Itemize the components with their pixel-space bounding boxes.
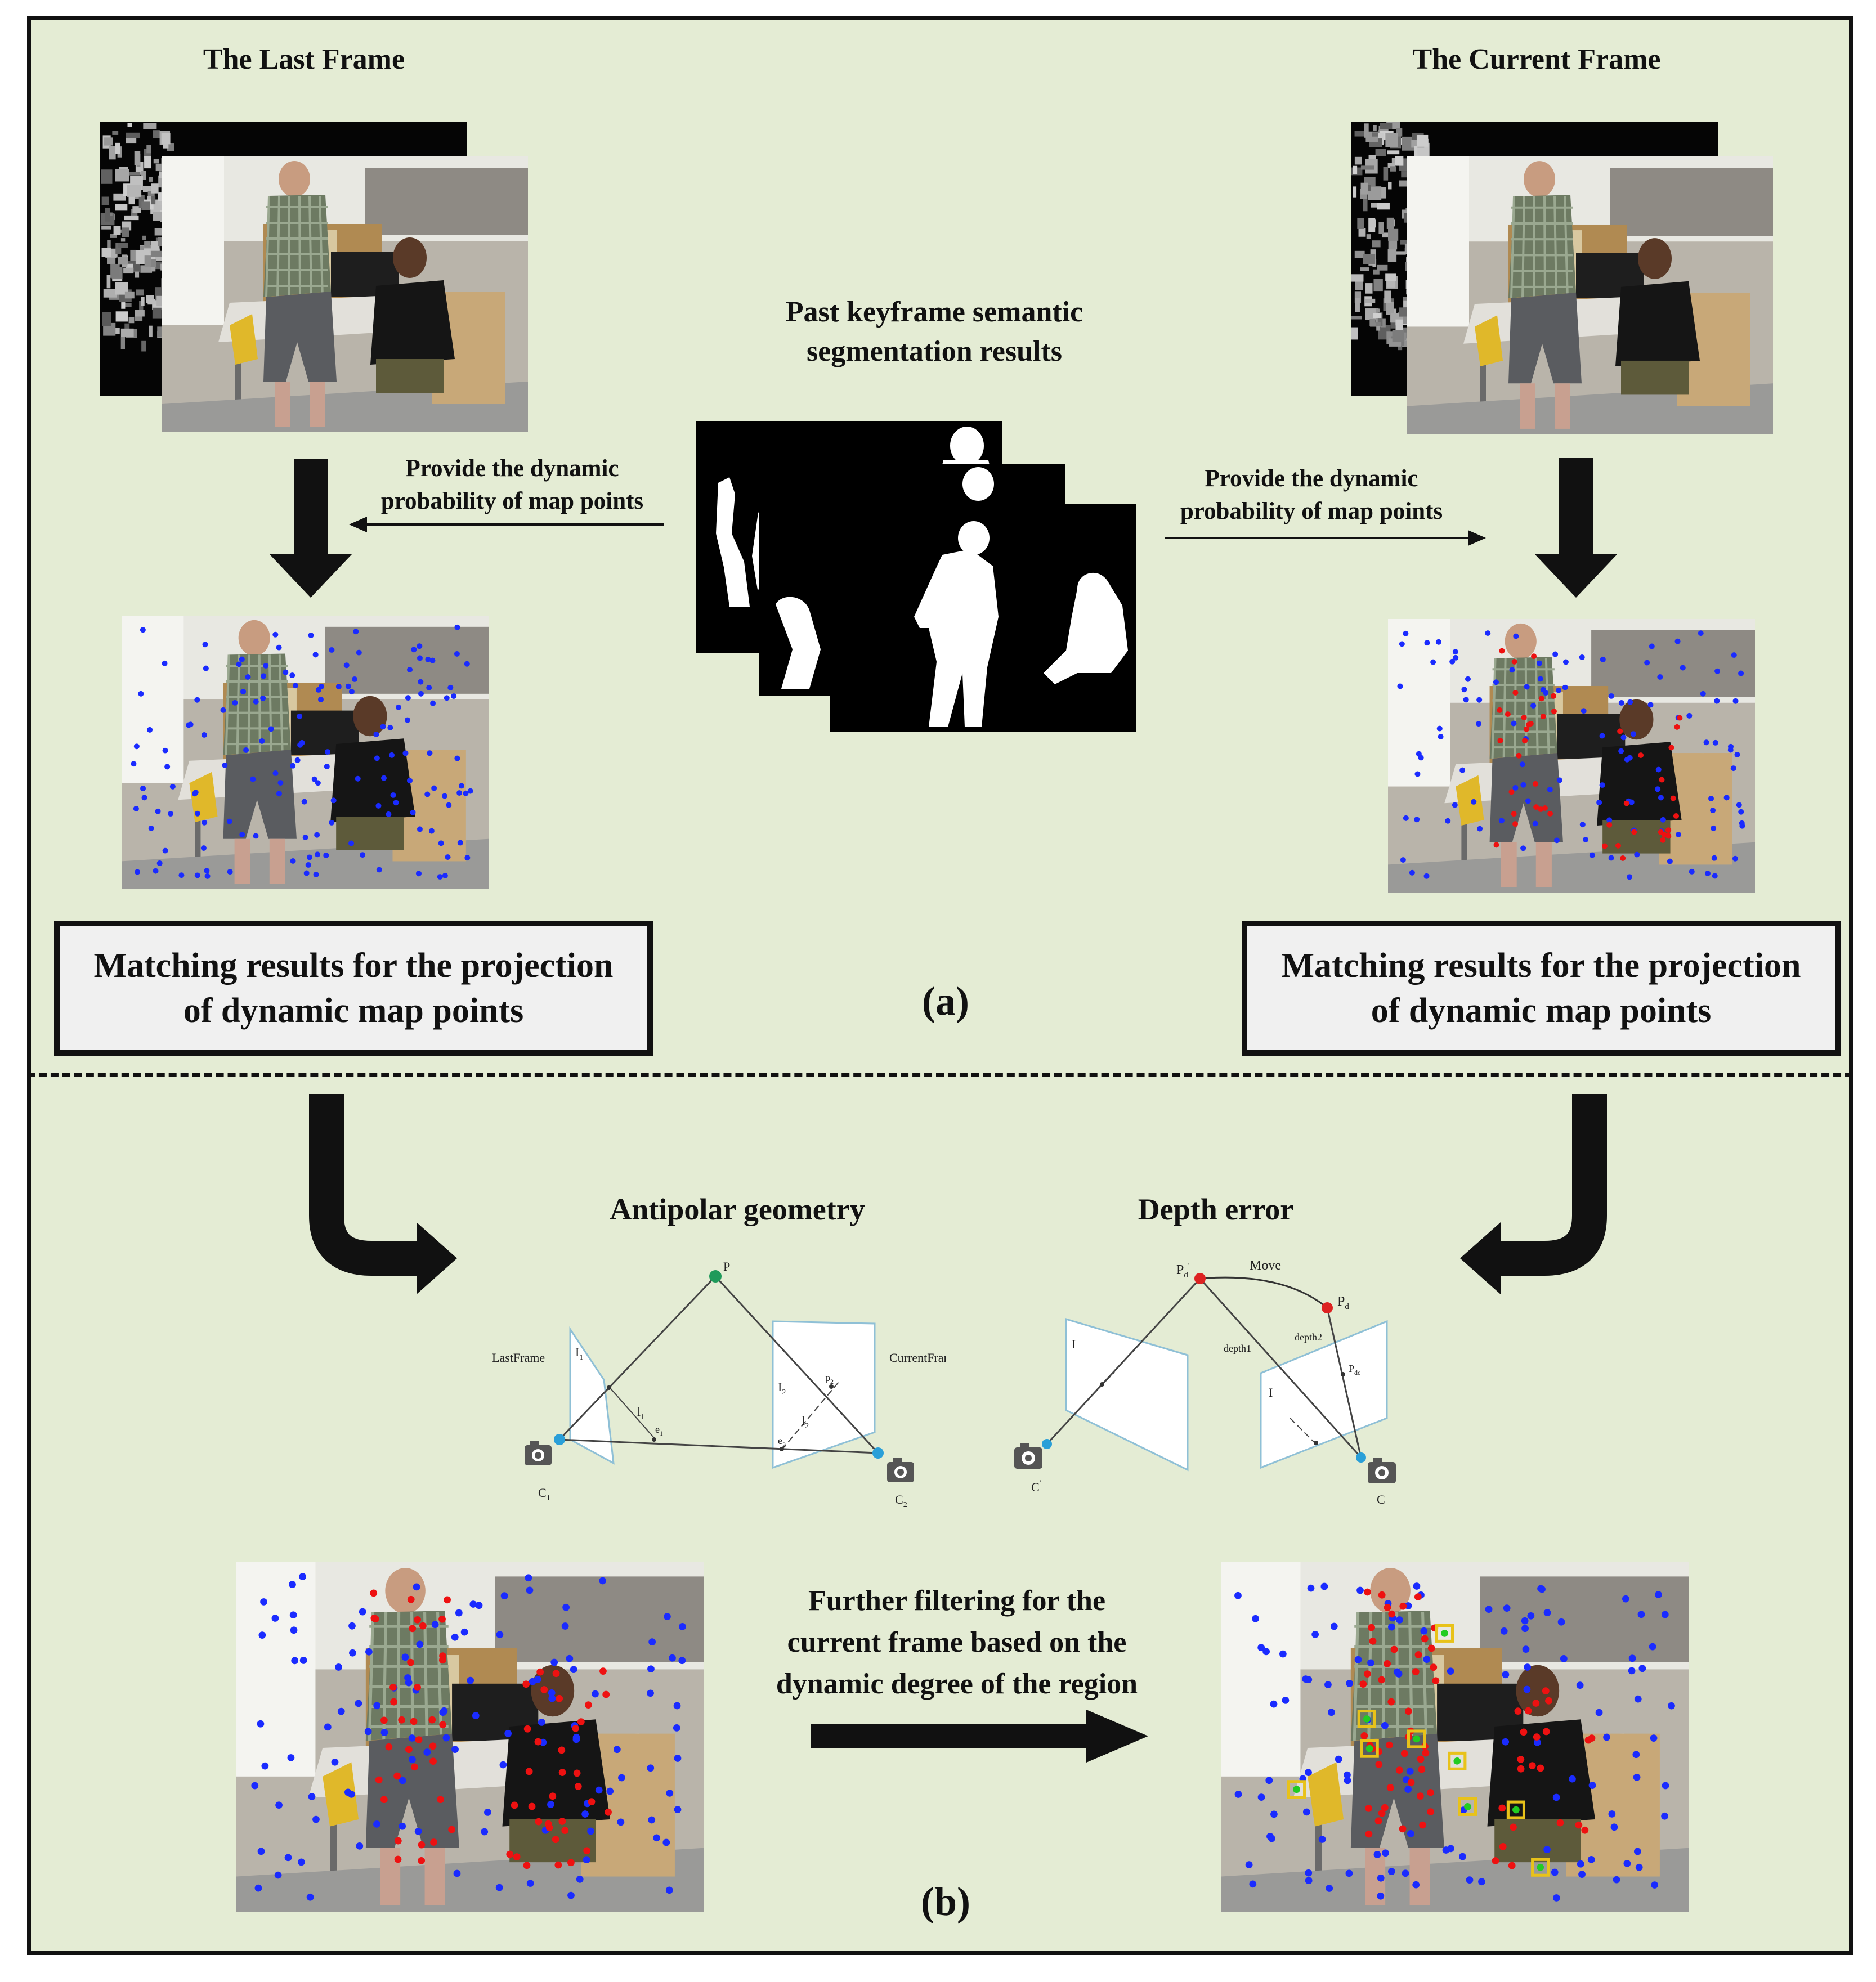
filter-note: Further filtering for the current frame … <box>776 1585 1138 1700</box>
epipolar-title: Antipolar geometry <box>610 1192 865 1226</box>
svg-text:p2: p2 <box>825 1372 834 1385</box>
svg-text:l1: l1 <box>637 1405 644 1422</box>
last-frame-matching-image <box>122 616 489 889</box>
camera-icon-1 <box>525 1441 552 1465</box>
svg-text:P: P <box>723 1261 730 1273</box>
left-matching-results-box: Matching results for the projection of d… <box>54 921 653 1056</box>
section-b-label: (b) <box>921 1879 970 1924</box>
svg-text:C2: C2 <box>895 1492 907 1509</box>
depth-error-diagram: Pd' Move Pd depth1 depth2 Pdc I I C' C <box>1014 1258 1396 1506</box>
svg-text:I1: I1 <box>575 1345 583 1362</box>
after-filtering-image <box>1221 1562 1689 1912</box>
svg-text:C: C <box>1377 1492 1385 1506</box>
svg-text:I: I <box>1072 1337 1076 1351</box>
svg-text:LastFrame: LastFrame <box>492 1351 545 1365</box>
before-filtering-image <box>236 1562 704 1912</box>
left-arrow-note: Provide the dynamic probability of map p… <box>380 455 644 514</box>
svg-text:e2: e2 <box>778 1435 786 1449</box>
segmentation-mask-front <box>830 504 1136 732</box>
last-frame-rgb-image <box>162 156 528 432</box>
filter-arrow <box>811 1710 1148 1763</box>
svg-text:Pdc: Pdc <box>1349 1363 1360 1376</box>
svg-text:I2: I2 <box>778 1380 786 1397</box>
svg-text:depth2: depth2 <box>1295 1331 1322 1343</box>
right-arrow-note: Provide the dynamic probability of map p… <box>1180 465 1443 524</box>
svg-text:Pd: Pd <box>1337 1294 1349 1311</box>
current-frame-matching-image <box>1388 619 1755 893</box>
svg-text:e1: e1 <box>655 1424 663 1437</box>
svg-text:depth1: depth1 <box>1224 1343 1251 1354</box>
last-frame-title: The Last Frame <box>203 43 405 75</box>
segmentation-title: Past keyframe semantic segmentation resu… <box>785 296 1083 367</box>
section-a-label: (a) <box>922 979 969 1024</box>
svg-text:C1: C1 <box>538 1486 550 1503</box>
camera-icon-4 <box>1368 1458 1396 1483</box>
svg-text:C': C' <box>1031 1479 1041 1494</box>
section-divider <box>27 1073 1853 1077</box>
camera-icon-2 <box>887 1458 914 1482</box>
current-frame-rgb-image <box>1407 156 1773 434</box>
current-frame-title: The Current Frame <box>1412 43 1661 75</box>
svg-text:l2: l2 <box>802 1414 809 1431</box>
depth-error-title: Depth error <box>1138 1192 1294 1226</box>
right-matching-results-box: Matching results for the projection of d… <box>1242 921 1841 1056</box>
svg-text:Move: Move <box>1250 1258 1281 1273</box>
svg-text:Pd': Pd' <box>1176 1262 1190 1280</box>
camera-icon-3 <box>1014 1443 1042 1469</box>
svg-text:I: I <box>1269 1385 1273 1400</box>
